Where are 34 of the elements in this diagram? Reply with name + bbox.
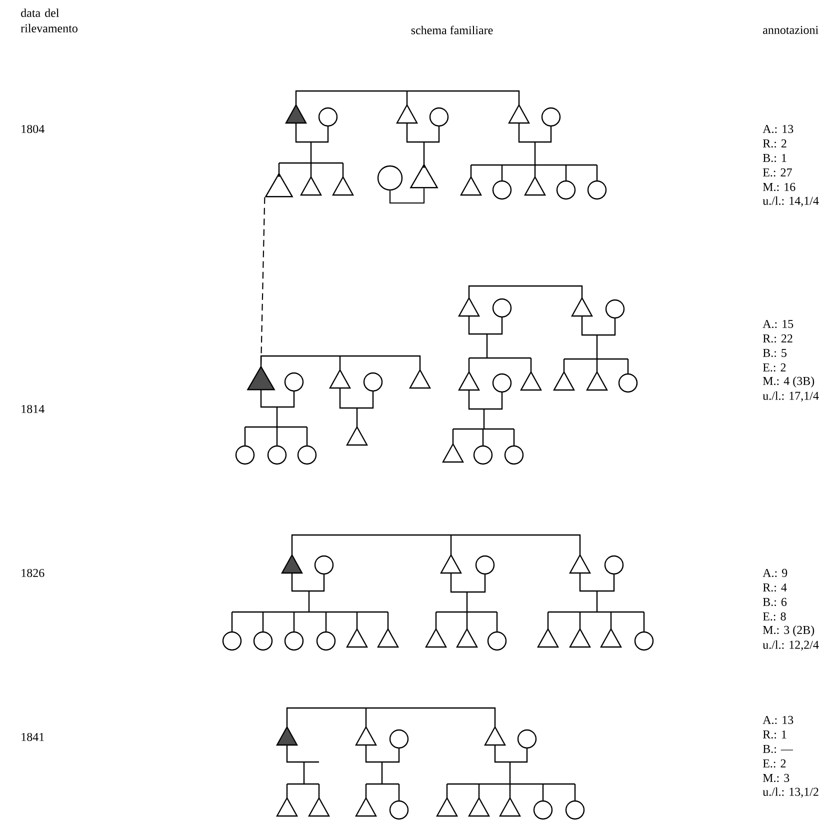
annotation-text: B.: 6 — [762, 598, 787, 606]
annotation-text: B.: 1 — [762, 154, 786, 162]
annotation-text: M.: 16 — [762, 182, 796, 192]
annotation-text: A.: 9 — [762, 568, 788, 578]
annotation-text: E.: 2 — [762, 363, 786, 372]
annotation-text: R.: 4 — [762, 583, 787, 592]
annotation-text: u./l.: 12,2/4 — [762, 640, 819, 651]
year-label: 1826 — [22, 568, 44, 578]
annotation-text: A.: 13 — [762, 716, 794, 724]
marriage-line — [389, 188, 425, 204]
year-label: 1841 — [22, 732, 44, 742]
annotation-text: B.: 5 — [762, 348, 786, 357]
header: schema familiare — [411, 26, 493, 34]
header: data del rilevamento — [20, 8, 78, 32]
header: annotazioni — [763, 26, 818, 34]
annotation-text: B.: — — [762, 744, 794, 753]
annotation-text: R.: 2 — [762, 139, 786, 148]
year-label: 1814 — [22, 404, 44, 414]
annotation-text: E.: 27 — [762, 168, 792, 177]
annotation-text: R.: 1 — [762, 730, 786, 739]
annotation-text: M.: 4 (3B) — [762, 376, 814, 388]
annotation-text: E.: 2 — [762, 759, 786, 768]
annotation-text: M.: 3 (2B) — [762, 626, 814, 636]
annotation-text: R.: 22 — [762, 334, 792, 343]
circle-symbol — [377, 165, 403, 191]
annotation-text: u./l.: 13,1/2 — [762, 787, 818, 798]
year-label: 1804 — [22, 124, 44, 134]
annotation-text: u./l.: 17,1/4 — [762, 391, 819, 402]
annotation-text: u./l.: 14,1/4 — [762, 196, 819, 207]
connector-line — [260, 197, 266, 366]
annotation-text: E.: 8 — [762, 612, 786, 621]
annotation-text: M.: 3 — [762, 774, 790, 782]
annotation-text: A.: 13 — [762, 124, 794, 134]
annotation-text: A.: 15 — [762, 320, 794, 328]
